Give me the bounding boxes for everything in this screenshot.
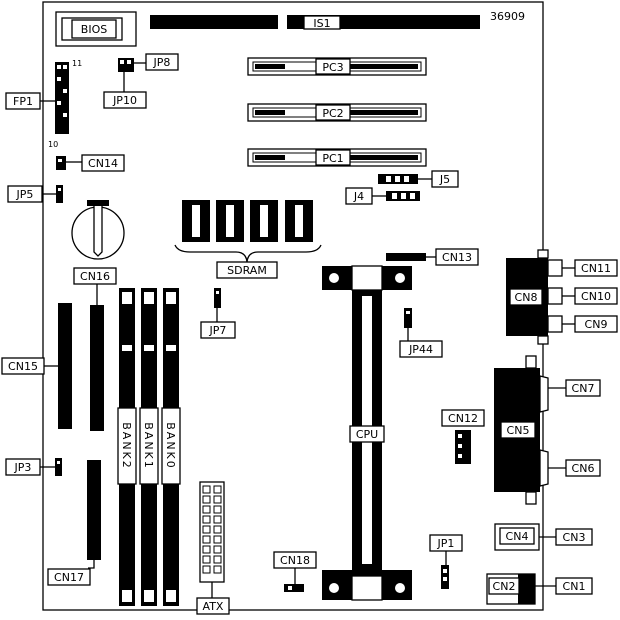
cn12-label: CN12 — [448, 412, 478, 425]
sdram-chips: SDRAM — [174, 200, 322, 279]
fp1-header: 11 10 FP1 — [5, 59, 82, 149]
bank2-label: BANK2 — [120, 422, 133, 470]
cn10-label: CN10 — [581, 290, 611, 303]
cn16-ide-header: CN16 — [73, 267, 117, 431]
bios-label: BIOS — [81, 23, 107, 36]
j4-header: J4 — [345, 187, 420, 205]
cn13-connector: CN13 — [386, 248, 479, 266]
fp1-pin-bottom: 10 — [48, 140, 58, 149]
pci-slot-2-label: PC2 — [322, 107, 343, 120]
dimm-bank-0: BANK0 — [161, 288, 181, 606]
isa-slot-left — [150, 15, 278, 29]
bios-chip: BIOS — [55, 11, 137, 47]
cn12-connector: CN12 — [441, 409, 485, 464]
fp1-pin-top: 11 — [72, 59, 82, 68]
jp5-jumper: JP5 — [7, 185, 63, 203]
atx-label: ATX — [203, 600, 224, 613]
jp10-label: JP10 — [112, 94, 137, 107]
svg-text:IS1: IS1 — [313, 17, 330, 30]
cn7-label: CN7 — [572, 382, 595, 395]
cn13-label: CN13 — [442, 251, 472, 264]
pci-slot-3: PC3 — [247, 57, 427, 76]
jp8-jumper: JP8 — [118, 53, 179, 72]
cn14-label: CN14 — [88, 157, 118, 170]
jp3-jumper: JP3 — [5, 458, 62, 476]
jp7-label: JP7 — [209, 324, 227, 337]
cn18-label: CN18 — [280, 554, 310, 567]
j4-label: J4 — [353, 190, 364, 203]
cn8-label: CN8 — [515, 291, 538, 304]
cn18-connector: CN18 — [273, 551, 317, 592]
isa-slot-label: IS1 — [303, 15, 341, 30]
jp3-label: JP3 — [14, 461, 32, 474]
cn1-label: CN1 — [563, 580, 586, 593]
pci-slot-3-label: PC3 — [322, 61, 343, 74]
jp1-jumper: JP1 — [429, 534, 463, 589]
cn15-label: CN15 — [8, 360, 38, 373]
bank0-label: BANK0 — [164, 422, 177, 470]
jp44-jumper: JP44 — [399, 308, 443, 358]
cpu-slot: CPU — [322, 265, 412, 601]
cn2-connector: CN2 CN1 — [486, 573, 593, 605]
battery — [71, 200, 125, 260]
cn14-connector: CN14 — [56, 154, 125, 172]
jp5-label: JP5 — [16, 188, 34, 201]
cn17-label: CN17 — [54, 571, 84, 584]
cn2-label: CN2 — [493, 580, 516, 593]
figure-id: 36909 — [490, 10, 525, 23]
cn4-connector: CN4 CN3 — [494, 523, 593, 551]
dimm-bank-2: BANK2 — [117, 288, 137, 606]
jp1-label: JP1 — [437, 537, 455, 550]
cn5-io-block: CN5 CN7 CN6 — [494, 355, 601, 505]
sdram-label: SDRAM — [227, 264, 267, 277]
cn16-label: CN16 — [80, 270, 110, 283]
cn8-audio-block: CN8 CN11 CN10 CN9 — [506, 249, 618, 345]
atx-power-connector: ATX — [196, 481, 230, 615]
jp10-jumper: JP10 — [103, 72, 147, 109]
pci-slot-2: PC2 — [247, 103, 427, 122]
bank1-label: BANK1 — [142, 422, 155, 470]
fp1-label: FP1 — [13, 95, 33, 108]
cn17-connector: CN17 — [47, 460, 101, 586]
j5-header: J5 — [378, 170, 459, 188]
j5-label: J5 — [439, 173, 450, 186]
jp8-label: JP8 — [153, 56, 171, 69]
cn5-label: CN5 — [507, 424, 530, 437]
dimm-bank-1: BANK1 — [139, 288, 159, 606]
pci-slot-1-label: PC1 — [322, 152, 343, 165]
cn11-label: CN11 — [581, 262, 611, 275]
cn6-label: CN6 — [572, 462, 595, 475]
cpu-label: CPU — [356, 428, 378, 441]
cn3-label: CN3 — [563, 531, 586, 544]
pci-slot-1: PC1 — [247, 148, 427, 167]
cn9-label: CN9 — [585, 318, 608, 331]
jp7-jumper: JP7 — [200, 288, 236, 339]
cn15-ide-header: CN15 — [1, 303, 72, 429]
cn4-label: CN4 — [506, 530, 529, 543]
jp44-label: JP44 — [408, 343, 433, 356]
